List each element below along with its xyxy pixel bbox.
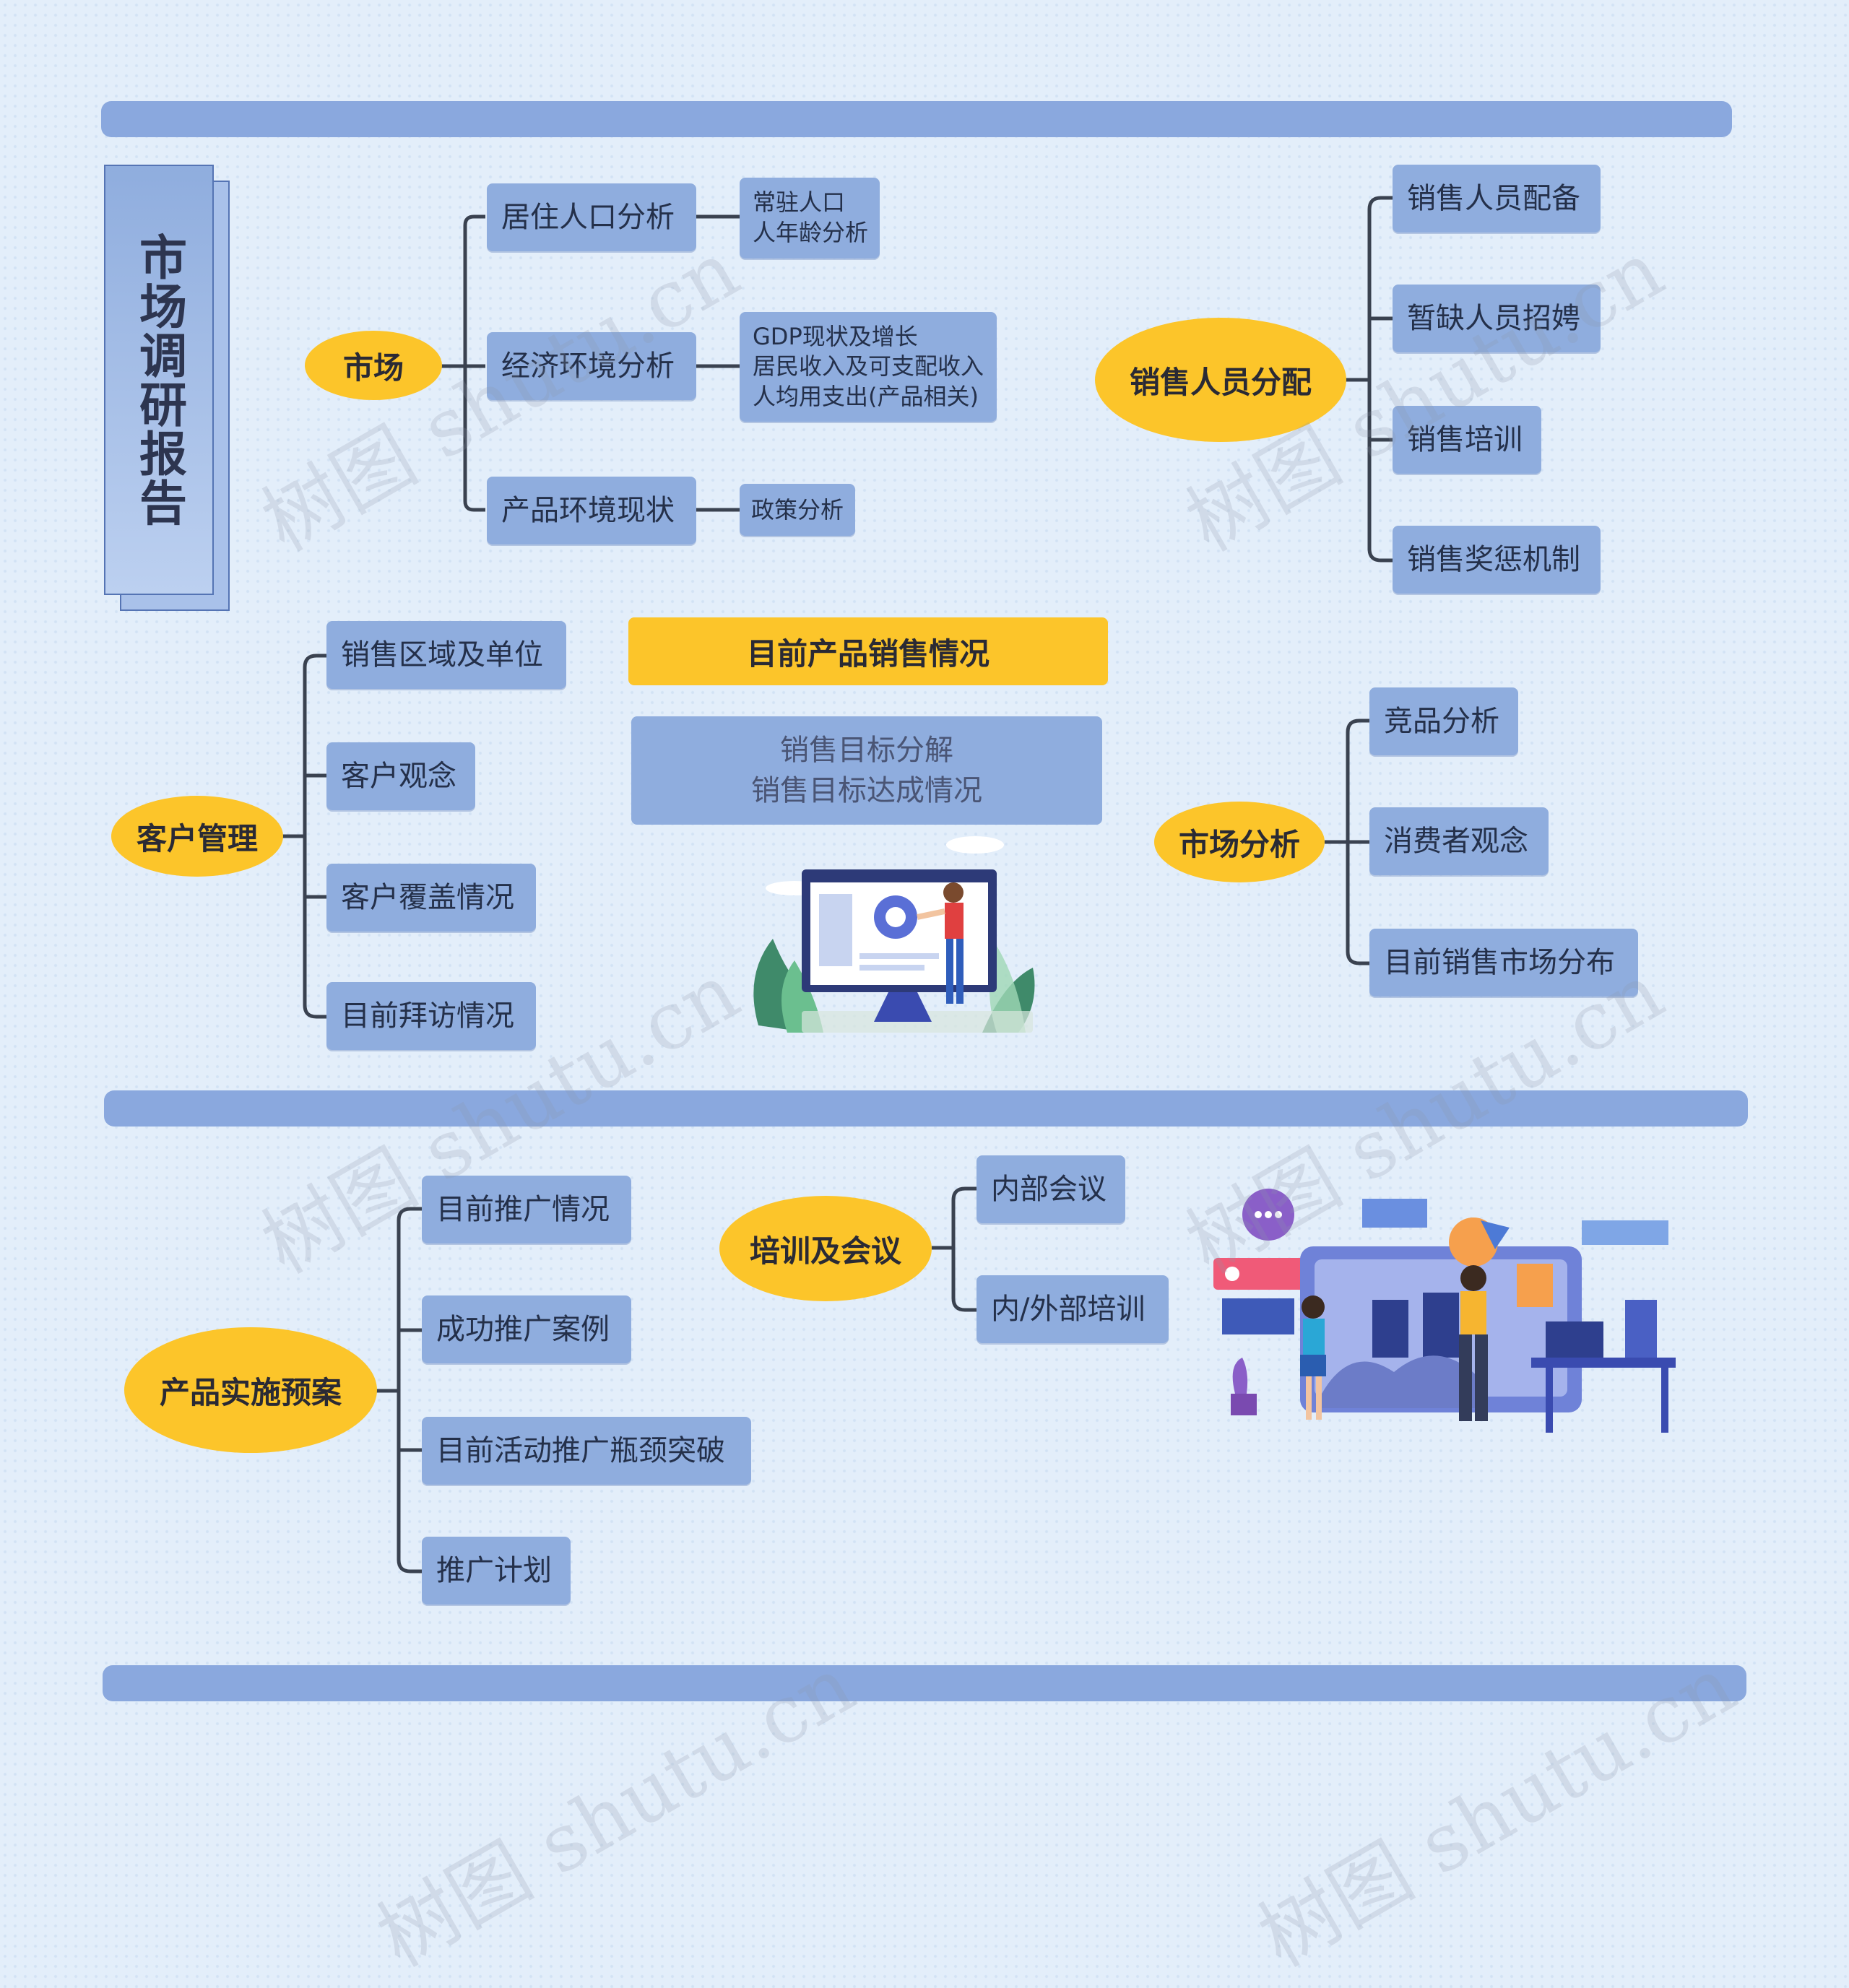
illustration-monitor-icon [753, 836, 1035, 1033]
topic-market[interactable]: 市场 [305, 331, 442, 400]
detail-line: 人均用支出(产品相关) [753, 382, 979, 410]
section-bar-middle [104, 1090, 1748, 1127]
detail-line: 常驻人口 [753, 188, 846, 217]
topic-training[interactable]: 培训及会议 [719, 1196, 932, 1301]
current-sales-detail[interactable]: 销售目标分解 销售目标达成情况 [631, 716, 1102, 825]
title-panel [104, 165, 214, 595]
topic-sales-staff[interactable]: 销售人员分配 [1095, 318, 1346, 442]
detail-line: 居民收入及可支配收入 [753, 352, 984, 381]
node-staff-recruit[interactable]: 暂缺人员招娉 [1393, 285, 1601, 352]
node-product-env[interactable]: 产品环境现状 [487, 477, 696, 544]
detail-line: 销售目标分解 [780, 734, 953, 767]
node-training-in-out[interactable]: 内/外部培训 [977, 1275, 1169, 1343]
topic-market-analysis[interactable]: 市场分析 [1154, 802, 1325, 882]
node-staff-allocation[interactable]: 销售人员配备 [1393, 165, 1601, 233]
illustration-dashboard-icon [1213, 1189, 1676, 1433]
node-population[interactable]: 居住人口分析 [487, 183, 696, 251]
node-consumer-concept[interactable]: 消费者观念 [1369, 807, 1549, 875]
section-bar-top [101, 101, 1732, 137]
detail-line: 销售目标达成情况 [751, 774, 982, 807]
topic-customer[interactable]: 客户管理 [111, 796, 283, 877]
topic-product-plan[interactable]: 产品实施预案 [124, 1327, 377, 1453]
node-sales-region[interactable]: 销售区域及单位 [326, 621, 566, 689]
detail-economy[interactable]: GDP现状及增长 居民收入及可支配收入 人均用支出(产品相关) [740, 312, 997, 422]
node-competitor[interactable]: 竞品分析 [1369, 687, 1518, 755]
page-title: 市场调研报告 [131, 233, 187, 527]
detail-line: 人年龄分析 [753, 219, 869, 246]
detail-policy[interactable]: 政策分析 [740, 484, 855, 536]
topic-current-sales[interactable]: 目前产品销售情况 [628, 617, 1108, 685]
node-reward-punish[interactable]: 销售奖惩机制 [1393, 526, 1601, 594]
node-economy[interactable]: 经济环境分析 [487, 332, 696, 400]
node-customer-coverage[interactable]: 客户覆盖情况 [326, 864, 536, 932]
detail-line: GDP现状及增长 [753, 322, 918, 350]
node-bottleneck[interactable]: 目前活动推广瓶颈突破 [422, 1417, 751, 1485]
node-market-distribution[interactable]: 目前销售市场分布 [1369, 929, 1638, 997]
node-customer-concept[interactable]: 客户观念 [326, 742, 475, 810]
node-success-case[interactable]: 成功推广案例 [422, 1295, 631, 1363]
node-visit-status[interactable]: 目前拜访情况 [326, 982, 536, 1050]
section-bar-bottom [103, 1665, 1746, 1701]
node-sales-training[interactable]: 销售培训 [1393, 406, 1541, 474]
node-internal-meeting[interactable]: 内部会议 [977, 1155, 1125, 1223]
connector-lines [282, 196, 1393, 1574]
detail-population[interactable]: 常驻人口 人年龄分析 [740, 178, 880, 259]
node-promotion-status[interactable]: 目前推广情况 [422, 1176, 631, 1243]
node-promotion-plan[interactable]: 推广计划 [422, 1537, 571, 1605]
